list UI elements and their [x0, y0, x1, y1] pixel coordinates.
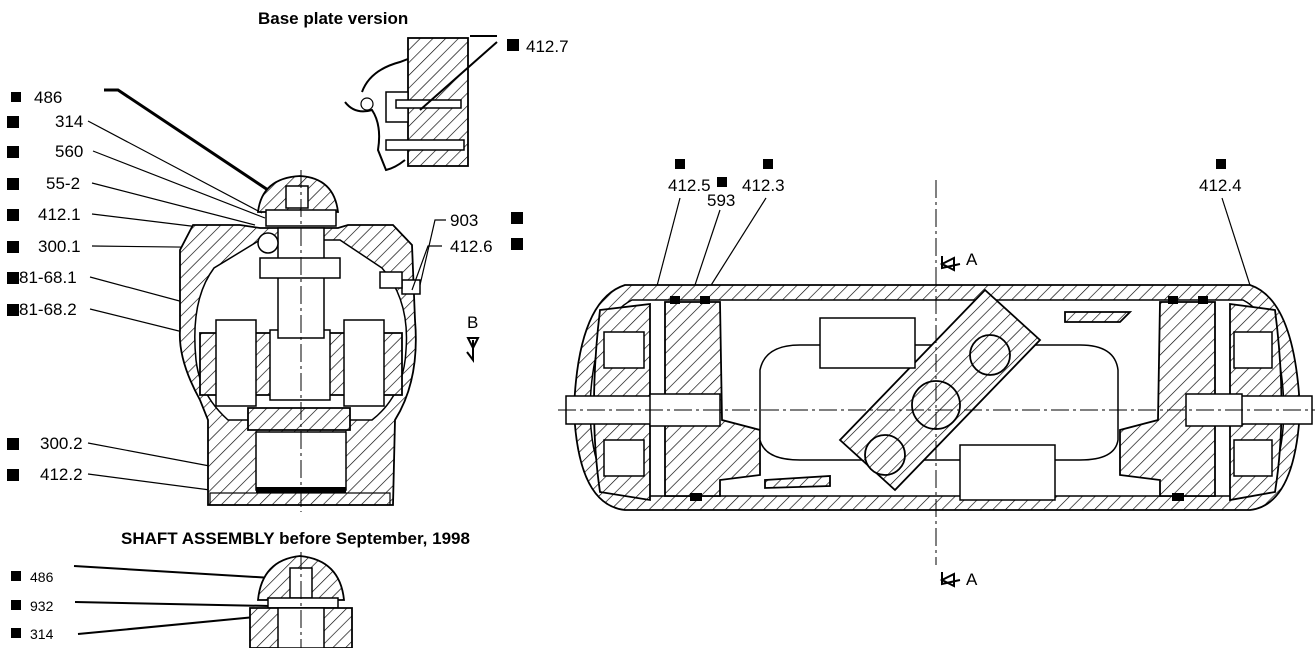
- section-cut-a: A A: [939, 250, 978, 589]
- label-81-68-2: 81-68.2: [19, 300, 77, 319]
- section-a-top: A: [966, 250, 978, 269]
- label-412-2: 412.2: [40, 465, 83, 484]
- bullet-412-5: [675, 159, 685, 169]
- bullet-412-4: [1216, 159, 1226, 169]
- left-labels: 486 314 560 55-2 412.1 300.1 81-68.1 81-…: [7, 88, 83, 484]
- section-marker-b: B: [466, 313, 480, 363]
- base-plate-detail: 412.7: [344, 35, 569, 172]
- section-a-bottom: A: [966, 570, 978, 589]
- label-486: 486: [34, 88, 62, 107]
- shaft-label-932: 932: [30, 598, 54, 614]
- label-300-1: 300.1: [38, 237, 81, 256]
- shaft-assembly-detail: 486 932 314: [11, 552, 353, 648]
- bullet-412-7: [507, 39, 519, 51]
- label-412-1: 412.1: [38, 205, 81, 224]
- bullet-412-6: [511, 238, 523, 250]
- bullet-593: [717, 177, 727, 187]
- right-section-view: 412.5 593 412.3 412.4: [558, 159, 1315, 565]
- label-593: 593: [707, 191, 735, 210]
- label-903: 903: [450, 211, 478, 230]
- label-314: 314: [55, 112, 83, 131]
- label-55-2: 55-2: [46, 174, 80, 193]
- label-81-68-1: 81-68.1: [19, 268, 77, 287]
- shaft-assembly-title: SHAFT ASSEMBLY before September, 1998: [121, 529, 470, 548]
- label-560: 560: [55, 142, 83, 161]
- base-plate-title: Base plate version: [258, 9, 408, 28]
- shaft-label-486: 486: [30, 569, 54, 585]
- label-412-4: 412.4: [1199, 176, 1242, 195]
- label-300-2: 300.2: [40, 434, 83, 453]
- shaft-label-314: 314: [30, 626, 54, 642]
- label-412-3: 412.3: [742, 176, 785, 195]
- label-412-7: 412.7: [526, 37, 569, 56]
- bullet-412-3: [763, 159, 773, 169]
- label-412-6: 412.6: [450, 237, 493, 256]
- label-412-5: 412.5: [668, 176, 711, 195]
- bullet-903: [511, 212, 523, 224]
- left-section-view: [178, 170, 446, 512]
- svg-text:B: B: [467, 313, 478, 332]
